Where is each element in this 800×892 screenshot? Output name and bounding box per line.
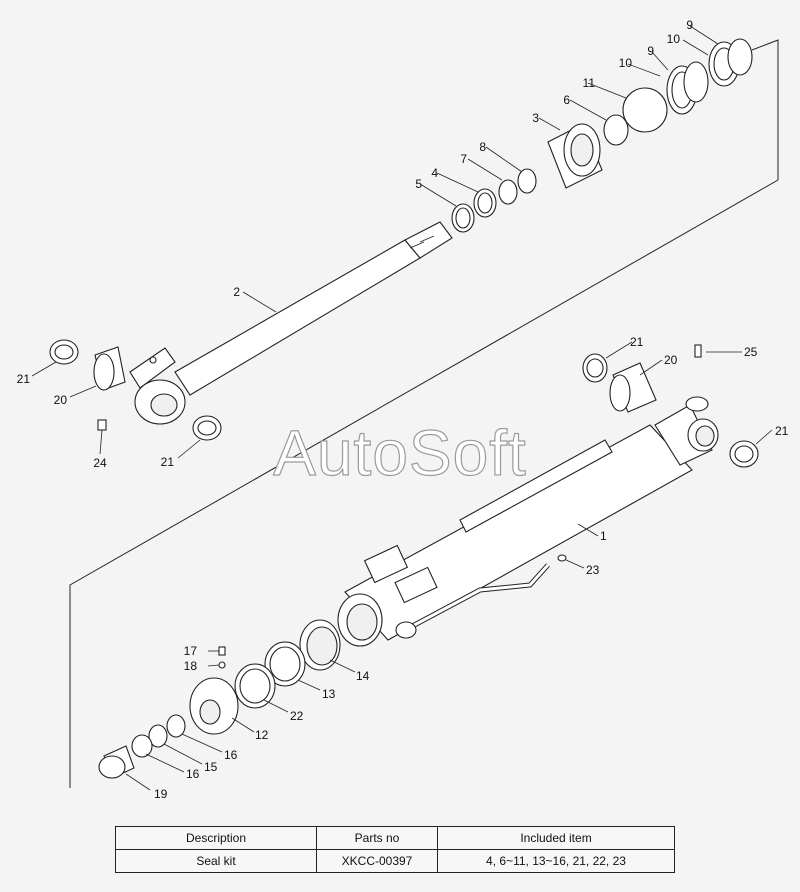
o-ring-23 — [557, 554, 567, 562]
ball-18 — [218, 661, 226, 669]
ring-16-lower — [131, 734, 153, 758]
callout-14: 14 — [356, 669, 370, 683]
callout-8: 8 — [479, 140, 486, 154]
grease-fitting-24 — [97, 419, 107, 431]
callout-24: 24 — [93, 456, 107, 470]
callout-21: 21 — [630, 335, 644, 349]
ring-16-upper — [166, 714, 186, 738]
table-row: Seal kit XKCC-00397 4, 6~11, 13~16, 21, … — [115, 849, 675, 873]
piston-rod-assembly — [129, 221, 453, 425]
callout-5: 5 — [415, 177, 422, 191]
callout-19: 19 — [154, 787, 168, 801]
seal-kit-table: Description Parts no Included item Seal … — [115, 826, 675, 873]
callout-labels: 9 10 9 10 11 6 3 8 7 4 5 2 21 20 24 21 2… — [17, 18, 789, 801]
cell-description: Seal kit — [115, 849, 317, 873]
callout-21: 21 — [161, 455, 175, 469]
section-frame — [69, 39, 779, 788]
ring-7 — [498, 179, 518, 205]
callout-23: 23 — [586, 563, 600, 577]
table-header-row: Description Parts no Included item — [115, 826, 675, 850]
ring-8 — [517, 168, 537, 194]
header-parts-no: Parts no — [316, 826, 438, 850]
callout-7: 7 — [460, 152, 467, 166]
callout-16: 16 — [224, 748, 238, 762]
callout-9: 9 — [686, 18, 693, 32]
watermark-text: AutoSoft — [273, 417, 527, 489]
rod-eye-boss — [129, 347, 176, 389]
rod-threaded-end — [404, 221, 453, 259]
cylinder-tube-assembly — [337, 344, 759, 647]
ring-15 — [148, 724, 168, 748]
ring-9-lower — [683, 61, 709, 103]
bracket-plate-a — [363, 544, 409, 584]
callout-20: 20 — [664, 353, 678, 367]
rod-end-parts — [49, 339, 222, 441]
ring-11 — [622, 87, 668, 133]
header-description: Description — [115, 826, 317, 850]
callout-9: 9 — [647, 44, 654, 58]
callout-10: 10 — [619, 56, 633, 70]
ring-9-upper — [727, 38, 753, 76]
piston-rod — [174, 239, 421, 396]
cell-parts-no: XKCC-00397 — [316, 849, 438, 873]
callout-20: 20 — [54, 393, 68, 407]
header-included-item: Included item — [437, 826, 675, 850]
callout-16: 16 — [186, 767, 200, 781]
grease-fitting-25 — [694, 344, 702, 358]
callout-22: 22 — [290, 709, 304, 723]
ring-6 — [603, 114, 629, 146]
rod-head-parts — [451, 38, 753, 233]
callout-25: 25 — [744, 345, 758, 359]
callout-2: 2 — [233, 285, 240, 299]
callout-6: 6 — [563, 93, 570, 107]
callout-18: 18 — [184, 659, 198, 673]
pipe-clamp-bar — [459, 439, 613, 533]
callout-17: 17 — [184, 644, 198, 658]
piston-parts — [98, 619, 341, 779]
callout-4: 4 — [431, 166, 438, 180]
callout-10: 10 — [667, 32, 681, 46]
leader-lines — [31, 25, 773, 791]
callout-13: 13 — [322, 687, 336, 701]
set-screw-17 — [218, 646, 226, 656]
callout-21: 21 — [775, 424, 789, 438]
callout-15: 15 — [204, 760, 218, 774]
callout-21: 21 — [17, 372, 31, 386]
cell-included-item: 4, 6~11, 13~16, 21, 22, 23 — [437, 849, 675, 873]
callout-12: 12 — [255, 728, 269, 742]
callout-3: 3 — [532, 111, 539, 125]
callout-1: 1 — [600, 529, 607, 543]
bracket-plate-b — [394, 566, 438, 604]
callout-11: 11 — [583, 76, 596, 90]
